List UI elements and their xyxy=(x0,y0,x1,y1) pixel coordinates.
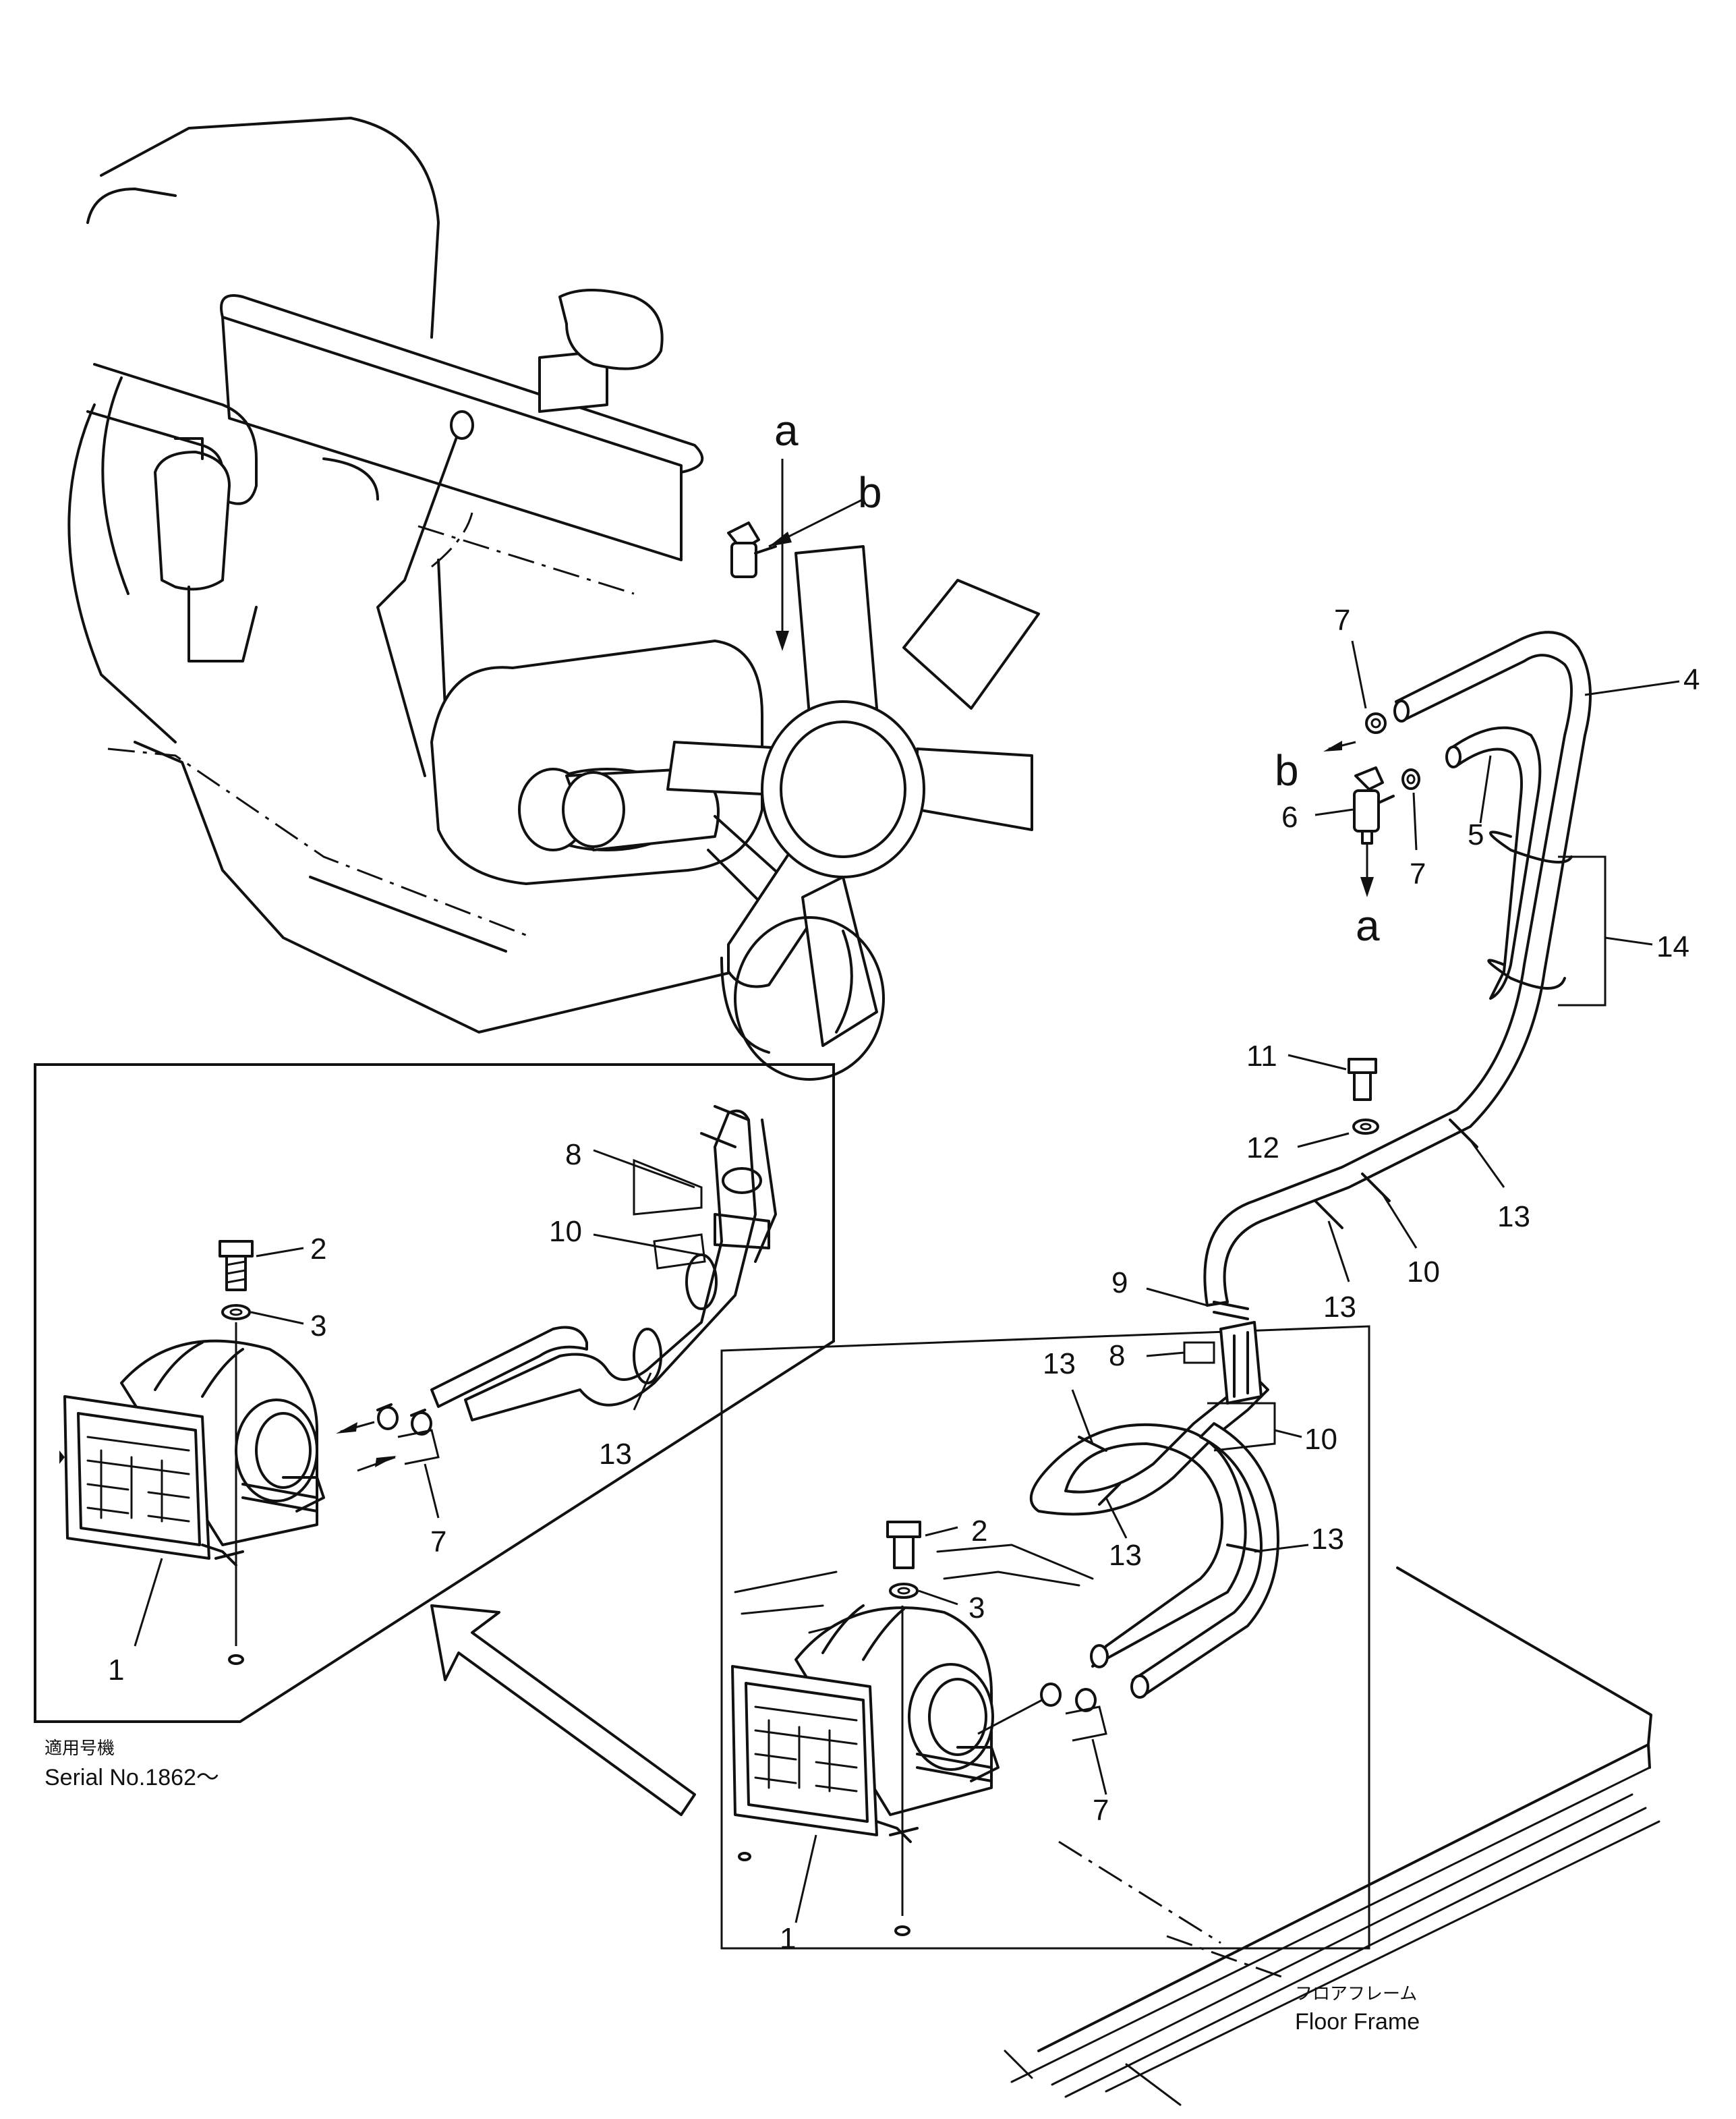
label-13-right-mid: 13 xyxy=(1323,1291,1356,1324)
label-a-right: a xyxy=(1356,901,1380,950)
label-6: 6 xyxy=(1281,801,1298,834)
label-10-main: 10 xyxy=(1304,1423,1337,1456)
label-9: 9 xyxy=(1111,1266,1128,1299)
heater-pipe-assembly xyxy=(1146,631,1680,1320)
floor-frame-label: Floor Frame xyxy=(1295,2009,1420,2035)
label-12: 12 xyxy=(1246,1131,1279,1164)
label-3-main: 3 xyxy=(968,1591,985,1624)
washer-inset xyxy=(221,1304,304,1325)
label-10-right: 10 xyxy=(1407,1255,1440,1289)
label-3-inset: 3 xyxy=(310,1309,326,1343)
label-4: 4 xyxy=(1683,663,1700,696)
hose-main xyxy=(1029,1321,1309,1699)
label-10-inset: 10 xyxy=(549,1215,582,1248)
label-1-main: 1 xyxy=(780,1922,796,1955)
floor-frame-jp: フロアフレーム xyxy=(1295,1984,1417,2004)
direction-arrow xyxy=(430,1604,696,1816)
label-7-main: 7 xyxy=(1093,1794,1109,1827)
hose-inset xyxy=(430,1105,777,1421)
label-13-inset: 13 xyxy=(599,1438,632,1471)
label-7-right: 7 xyxy=(1410,857,1426,891)
label-13-main-mid: 13 xyxy=(1109,1539,1142,1572)
label-5: 5 xyxy=(1468,818,1484,851)
label-2-main: 2 xyxy=(971,1515,987,1548)
label-11: 11 xyxy=(1246,1040,1277,1073)
label-13-main-right: 13 xyxy=(1311,1523,1344,1556)
label-a-engine: a xyxy=(774,406,799,455)
applicable-serial: Serial No.1862～ xyxy=(45,1765,219,1790)
label-2-inset-text: 2 xyxy=(310,1233,326,1266)
label-8-main: 8 xyxy=(1109,1339,1125,1372)
heater-unit-main xyxy=(731,1521,1107,1936)
label-13-main-top: 13 xyxy=(1043,1347,1076,1380)
label-8-inset: 8 xyxy=(565,1138,581,1171)
label-b-engine: b xyxy=(858,468,882,517)
bolt-inset xyxy=(219,1240,304,1291)
label-13-right-top: 13 xyxy=(1497,1200,1530,1233)
lower-frame xyxy=(720,1325,1660,2106)
label-14: 14 xyxy=(1656,930,1689,963)
engine-assembly xyxy=(67,117,1040,1081)
inset-panel xyxy=(34,1063,835,1723)
label-b-right: b xyxy=(1275,746,1299,795)
heater-unit-inset xyxy=(59,1322,325,1665)
label-1-inset: 1 xyxy=(108,1654,124,1687)
applicable-serial-jp: 適用号機 xyxy=(45,1739,115,1759)
label-7-inset: 7 xyxy=(430,1525,446,1558)
label-7-right-top: 7 xyxy=(1334,604,1350,637)
clamps-inset xyxy=(336,1403,440,1519)
